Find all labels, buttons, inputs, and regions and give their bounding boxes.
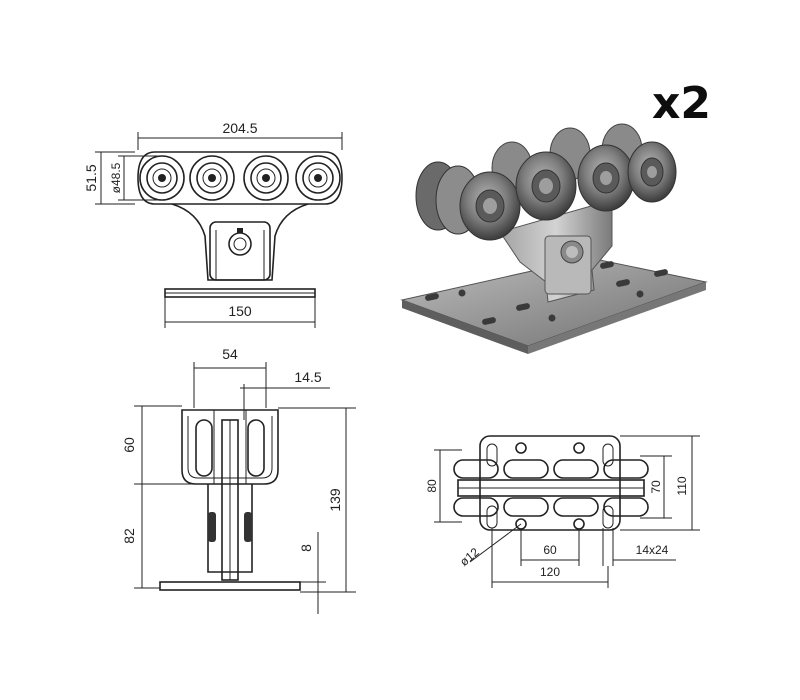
photo-wheel-3 (577, 144, 635, 212)
dim-width-total: 204.5 (222, 120, 257, 136)
dim-total-height: 139 (327, 488, 343, 512)
dim-height: 51.5 (83, 164, 99, 191)
dim-hole-spacing: 60 (543, 543, 557, 557)
front-wheel-1 (139, 155, 185, 201)
dim-top-plate-height: 80 (425, 479, 439, 493)
photo-wheel-1 (459, 171, 521, 241)
front-wheel-3 (243, 155, 289, 201)
dim-top-outer-height: 110 (675, 476, 689, 495)
front-wheel-2 (189, 155, 235, 201)
dim-top-inner-height: 70 (649, 480, 663, 494)
dim-base-width: 150 (228, 303, 252, 319)
dim-side-offset: 14.5 (294, 369, 321, 385)
product-photo (400, 123, 708, 354)
dim-plate-thickness: 8 (298, 544, 314, 552)
photo-wheel-2 (515, 151, 577, 221)
dim-upper-height: 60 (121, 437, 137, 453)
dim-wheel-diameter: ø48.5 (109, 162, 123, 193)
quantity-label: x2 (652, 78, 711, 129)
dim-hole-diameter: ø12 (457, 545, 482, 569)
dim-plate-length: 120 (540, 565, 560, 579)
dim-slot-size: 14x24 (636, 543, 669, 557)
top-view: 80 70 110 ø12 60 14x24 120 (425, 435, 700, 588)
photo-wheel-4 (627, 141, 677, 203)
dim-side-width: 54 (222, 346, 238, 362)
front-wheel-4 (295, 155, 341, 201)
front-view: 204.5 51.5 ø48.5 150 (83, 120, 343, 328)
side-view: 54 14.5 60 82 139 8 (121, 346, 356, 614)
dim-lower-height: 82 (121, 528, 137, 544)
